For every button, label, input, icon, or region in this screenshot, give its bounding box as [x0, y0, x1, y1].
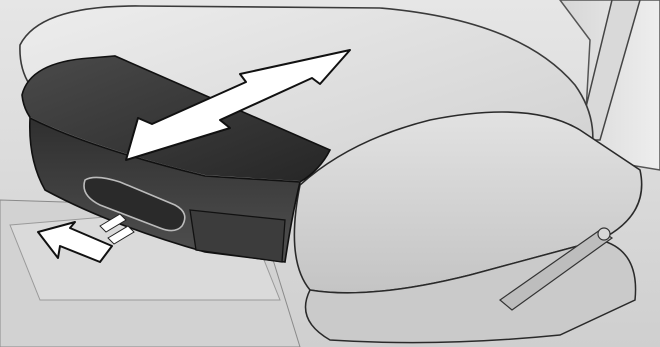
- rail-bolt: [598, 228, 610, 240]
